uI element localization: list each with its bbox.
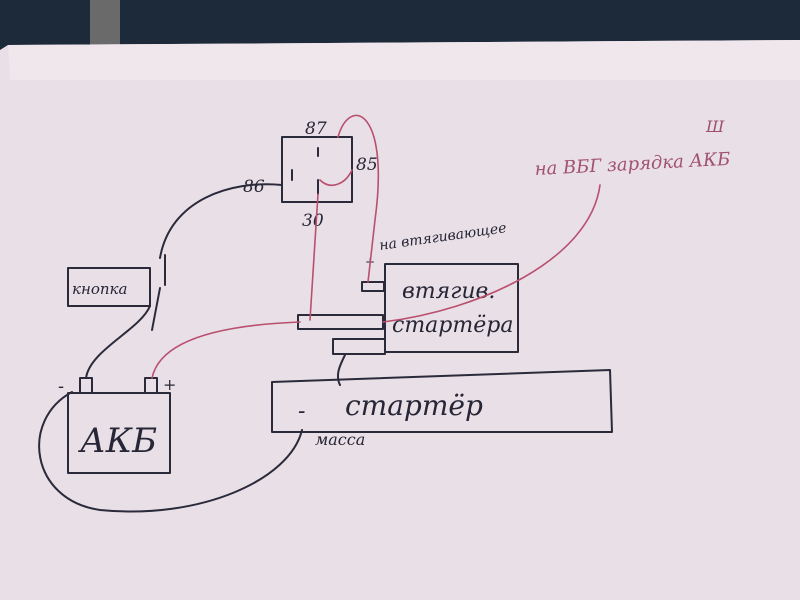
relay-pin-85: 85 xyxy=(356,155,378,175)
starter-minus: - xyxy=(298,399,305,424)
button: кнопка xyxy=(67,254,166,331)
wires xyxy=(38,114,601,513)
relay-pin-86: 86 xyxy=(243,177,265,197)
starter-label: стартёр xyxy=(345,389,483,422)
starter: стартёр - масса xyxy=(271,369,613,449)
paper-fold xyxy=(8,40,800,80)
battery-plus: + xyxy=(163,375,176,394)
solenoid-label-2: стартёра xyxy=(392,313,513,338)
ground-label: масса xyxy=(315,430,365,449)
battery-minus: - xyxy=(58,376,64,397)
solenoid-label-1: втягив. xyxy=(402,279,495,304)
relay-pin-87: 87 xyxy=(305,119,327,139)
button-label: кнопка xyxy=(72,280,127,298)
threaded-rod xyxy=(90,0,120,50)
battery-label: АКБ xyxy=(78,421,157,461)
relay-pin-30: 30 xyxy=(302,211,324,231)
corner-mark: Ш xyxy=(705,117,725,136)
